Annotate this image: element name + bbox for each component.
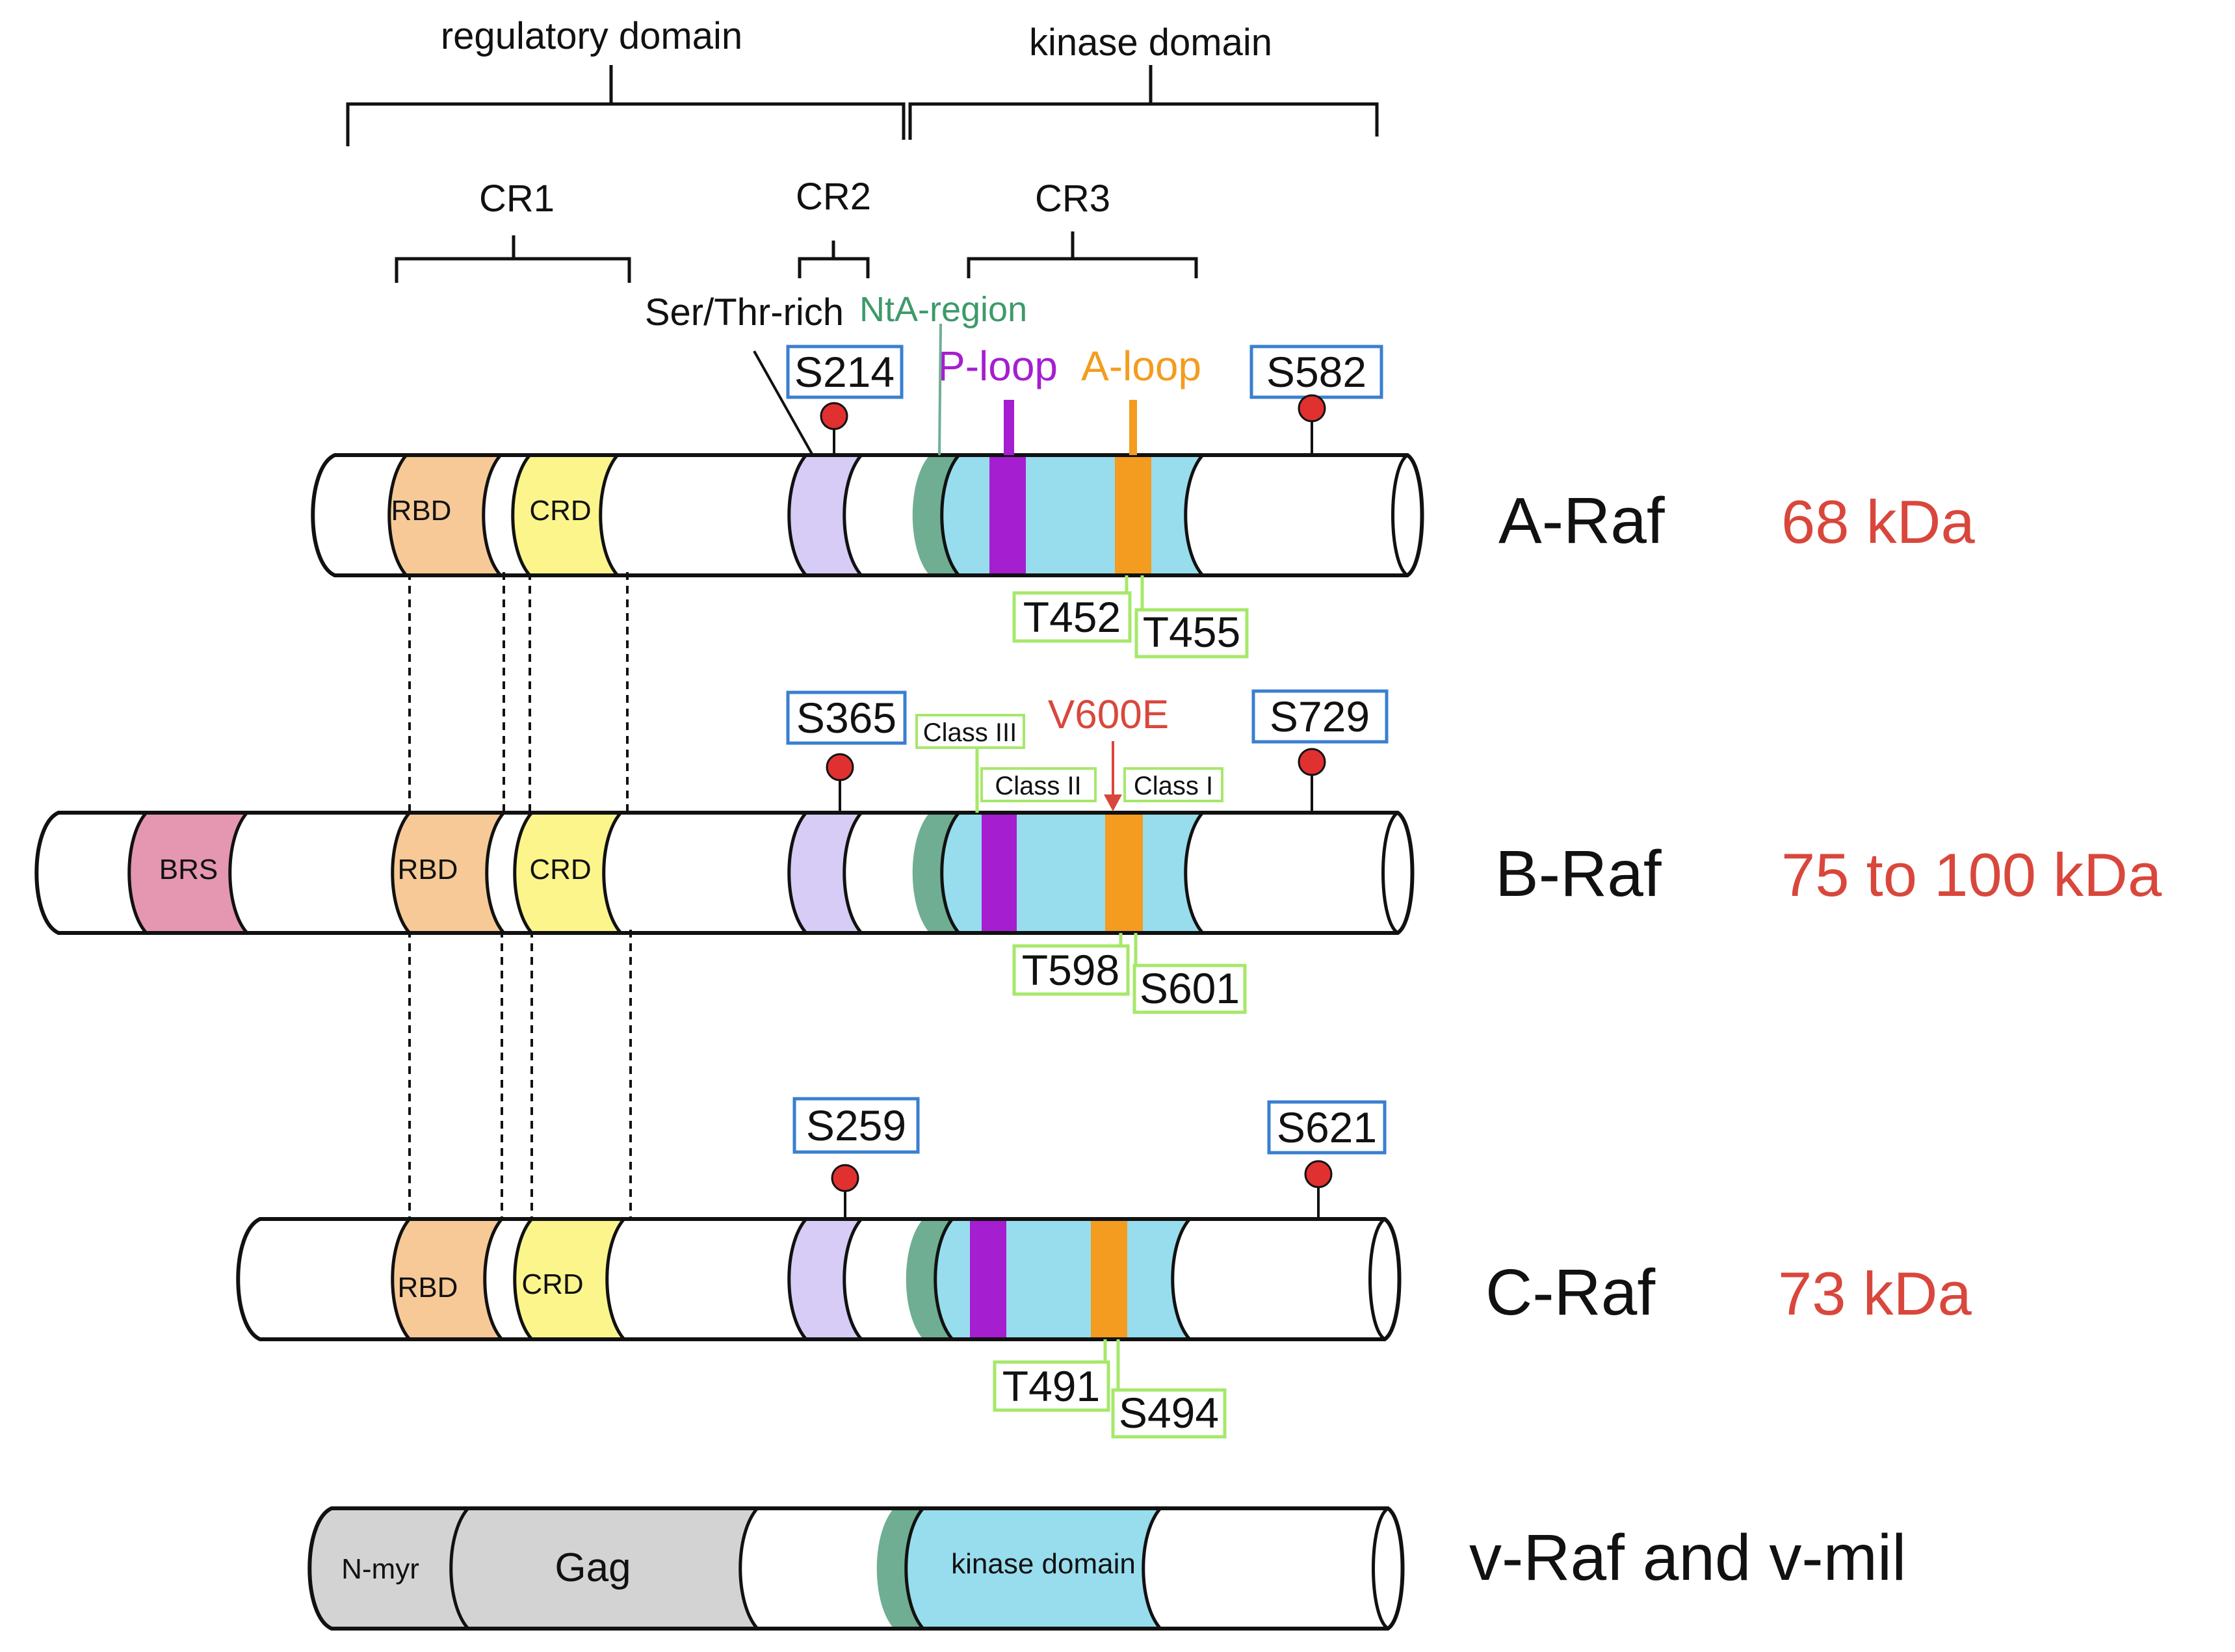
b-raf-t598-label: T598 [1022,946,1119,994]
a-raf-s582-phospho [1298,394,1326,423]
a-raf-bar: RBD CRD [311,453,1424,577]
b-raf-class-i-label: Class I [1134,772,1213,800]
b-raf-p-loop [982,813,1017,933]
cr1-label: CR1 [479,177,555,220]
v-raf-kinase-label: kinase domain [951,1548,1136,1580]
v-raf-kinase [906,1508,1160,1629]
c-raf-s259-phospho [831,1164,859,1192]
b-raf-s729-phospho [1298,748,1326,776]
b-raf-s729-label: S729 [1270,692,1370,741]
c-raf-mass: 73 kDa [1778,1259,1972,1328]
a-raf-p-loop [989,455,1026,575]
b-raf-bar: BRS RBD CRD [34,811,1415,935]
b-raf-crd [514,813,621,933]
v-raf-bar: N-myr Gag kinase domain v-Raf and v-mil [307,1506,1906,1631]
c-raf-crd-label: CRD [521,1268,583,1300]
c-raf-s259-label: S259 [806,1101,906,1149]
a-raf-s214-box [786,345,904,399]
a-raf-s582-box [1249,345,1383,399]
c-raf-t491-label: T491 [1002,1362,1100,1410]
v600e-arrow-icon [1104,794,1122,811]
c-raf-s494-label: S494 [1119,1389,1219,1437]
b-raf-ser-thr [789,813,861,933]
a-raf-crd-label: CRD [529,495,591,527]
p-loop-label: P-loop [937,343,1058,389]
b-raf-class-iii-box [915,714,1025,749]
a-raf-nta [912,455,962,575]
a-raf-s214-phospho [820,402,848,430]
b-raf-mass: 75 to 100 kDa [1781,841,2162,909]
nta-region-label: NtA-region [859,290,1027,329]
c-raf-a-loop [1091,1219,1127,1339]
c-raf-s259-box [792,1097,920,1154]
c-raf-nta [906,1219,956,1339]
a-raf-t455-box [1134,608,1249,659]
a-raf-t452-box [1012,591,1132,643]
regulatory-domain-label: regulatory domain [441,15,742,57]
b-raf-s365-box [786,690,907,745]
a-raf-s214-label: S214 [794,348,895,396]
b-raf-a-loop [1105,813,1143,933]
b-raf-name: B-Raf [1495,837,1662,910]
v-raf-gag-label: Gag [555,1545,631,1590]
a-raf-rbd-label: RBD [391,495,452,527]
c-raf-ser-thr [789,1219,861,1339]
a-raf-mass: 68 kDa [1781,488,1976,556]
a-raf-annotations: S214 S582 T452 T455 A-Raf 68 kDa [753,323,1976,659]
b-raf-kinase [941,813,1203,933]
b-raf-brs-label: BRS [159,854,218,885]
cr2-label: CR2 [796,176,871,218]
b-raf-s365-label: S365 [796,694,896,742]
c-raf-bar: RBD CRD [236,1217,1402,1341]
b-raf-nta [912,813,962,933]
b-raf-rbd [392,813,504,933]
a-raf-t455-label: T455 [1143,608,1240,656]
b-raf-s365-phospho [826,753,854,781]
a-raf-crd [512,455,618,575]
a-raf-t452-label: T452 [1023,593,1121,641]
a-raf-kinase [941,455,1203,575]
top-brackets: regulatory domain kinase domain CR1 CR2 … [346,15,1379,389]
b-raf-crd-label: CRD [529,854,591,885]
c-raf-annotations: S259 S621 T491 S494 C-Raf 73 kDa [792,1097,1972,1439]
kinase-domain-label: kinase domain [1029,21,1272,64]
a-raf-name: A-Raf [1498,484,1665,557]
a-raf-ser-thr [789,455,861,575]
b-raf-brs [129,813,247,933]
a-raf-rbd [389,455,501,575]
b-raf-class-iii-label: Class III [923,718,1017,747]
v-raf-name: v-Raf and v-mil [1469,1521,1906,1594]
c-raf-t491-box [993,1360,1110,1412]
c-raf-rbd [392,1219,502,1339]
alignment-dashes [408,572,632,1219]
b-raf-annotations: S365 S729 Class III Class II Class I V60… [786,689,2162,1014]
c-raf-s494-box [1111,1388,1227,1439]
a-loop-label: A-loop [1081,343,1201,389]
b-raf-rbd-label: RBD [398,854,458,885]
ser-thr-rich-label: Ser/Thr-rich [645,291,844,334]
c-raf-s621-label: S621 [1277,1103,1377,1151]
b-raf-class-ii-label: Class II [995,772,1081,800]
a-raf-a-loop [1115,455,1151,575]
b-raf-s729-box [1251,689,1389,744]
v-raf-n-myr-label: N-myr [341,1553,419,1585]
v-raf-gag [451,1508,757,1629]
b-raf-s601-label: S601 [1140,964,1240,1012]
c-raf-crd [514,1219,624,1339]
b-raf-class-i-box [1123,767,1223,802]
a-raf-s582-label: S582 [1266,348,1366,396]
v-raf-nta [876,1508,926,1629]
b-raf-t598-box [1012,944,1130,996]
c-raf-s621-phospho [1304,1160,1333,1188]
b-raf-s601-box [1132,964,1247,1014]
cr3-label: CR3 [1035,177,1110,220]
c-raf-s621-box [1267,1100,1387,1155]
b-raf-class-ii-box [980,767,1097,802]
c-raf-name: C-Raf [1485,1256,1655,1329]
c-raf-rbd-label: RBD [398,1272,458,1304]
c-raf-p-loop [970,1219,1006,1339]
b-raf-v600e-label: V600E [1048,692,1169,737]
